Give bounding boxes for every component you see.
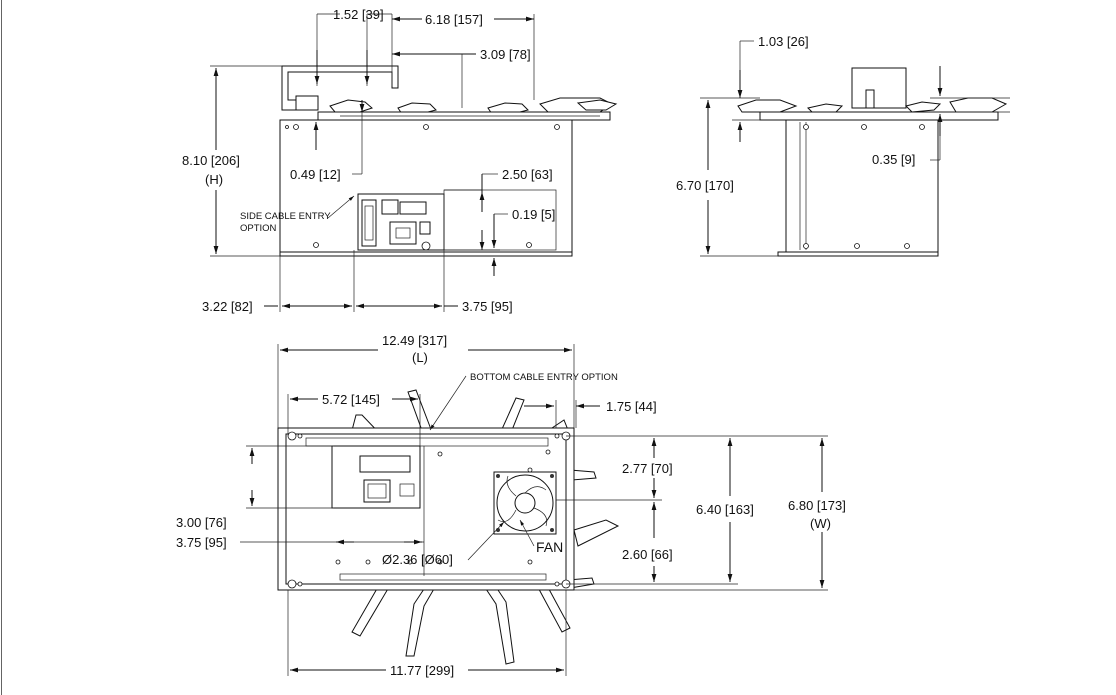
dim-w-label: (W) bbox=[810, 516, 831, 531]
handle-mount bbox=[295, 95, 319, 111]
db-connector bbox=[361, 199, 377, 247]
ethernet-port bbox=[381, 199, 399, 215]
top-handle-end bbox=[851, 67, 907, 109]
fan bbox=[493, 471, 557, 535]
dim-6-18: 6.18 [157] bbox=[425, 12, 483, 27]
base-plate-end bbox=[777, 251, 939, 257]
arm bbox=[405, 579, 439, 657]
dim-1-52: 1.52 [39] bbox=[333, 7, 384, 22]
dim-0-35: 0.35 [9] bbox=[872, 152, 915, 167]
dim-diameter: Ø2.36 [Ø60] bbox=[382, 552, 453, 567]
dim-1-75: 1.75 [44] bbox=[606, 399, 657, 414]
base-plate bbox=[279, 251, 573, 257]
dim-6-70: 6.70 [170] bbox=[676, 178, 734, 193]
note-bottom-cable: BOTTOM CABLE ENTRY OPTION bbox=[470, 372, 618, 383]
gripper-arm bbox=[576, 99, 618, 111]
gripper-arm bbox=[905, 101, 942, 113]
plan-view: 12.49 [317] (L) BOTTOM CABLE ENTRY OPTIO… bbox=[176, 333, 846, 678]
gripper-arm bbox=[807, 103, 844, 113]
dim-3-22: 3.22 [82] bbox=[202, 299, 253, 314]
dim-6-40: 6.40 [163] bbox=[696, 502, 754, 517]
dim-1-03: 1.03 [26] bbox=[758, 34, 809, 49]
top-handle bbox=[281, 65, 399, 111]
gripper-arm bbox=[329, 99, 373, 113]
end-enclosure bbox=[785, 119, 939, 253]
switch bbox=[419, 221, 431, 235]
dim-12-49: 12.49 [317] bbox=[382, 333, 447, 348]
dim-h-label: (H) bbox=[205, 172, 223, 187]
dim-3-09: 3.09 [78] bbox=[480, 47, 531, 62]
arm bbox=[479, 577, 515, 665]
gripper-arm bbox=[949, 97, 1008, 113]
dim-2-60: 2.60 [66] bbox=[622, 547, 673, 562]
dim-2-50: 2.50 [63] bbox=[502, 167, 553, 182]
note-side-cable-2: OPTION bbox=[240, 223, 277, 234]
dim-3-75b: 3.75 [95] bbox=[176, 535, 227, 550]
top-plate-end bbox=[759, 111, 999, 121]
gripper-arm bbox=[737, 99, 798, 113]
serial-port bbox=[399, 201, 427, 215]
dim-3-75: 3.75 [95] bbox=[462, 299, 513, 314]
side-view-right: 1.03 [26] 6.70 [170] 0.35 [9] bbox=[676, 34, 1010, 257]
dim-11-77: 11.77 [299] bbox=[390, 663, 454, 678]
side-view-left: 1.52 [39] 6.18 [157] 3.09 [78] 8.10 [206… bbox=[182, 7, 618, 314]
dim-0-19: 0.19 [5] bbox=[512, 207, 555, 222]
dim-8-10: 8.10 [206] bbox=[182, 153, 240, 168]
screws bbox=[285, 124, 560, 248]
dim-3-00: 3.00 [76] bbox=[176, 515, 227, 530]
note-side-cable-1: SIDE CABLE ENTRY bbox=[240, 211, 331, 222]
power-inlet bbox=[389, 221, 417, 245]
dim-2-77: 2.77 [70] bbox=[622, 461, 673, 476]
dim-5-72: 5.72 [145] bbox=[322, 392, 380, 407]
dim-l-label: (L) bbox=[412, 350, 428, 365]
corner-holes bbox=[287, 431, 571, 589]
dim-6-80: 6.80 [173] bbox=[788, 498, 846, 513]
dim-0-49: 0.49 [12] bbox=[290, 167, 341, 182]
label-fan: FAN bbox=[536, 539, 563, 555]
knob bbox=[421, 241, 431, 251]
